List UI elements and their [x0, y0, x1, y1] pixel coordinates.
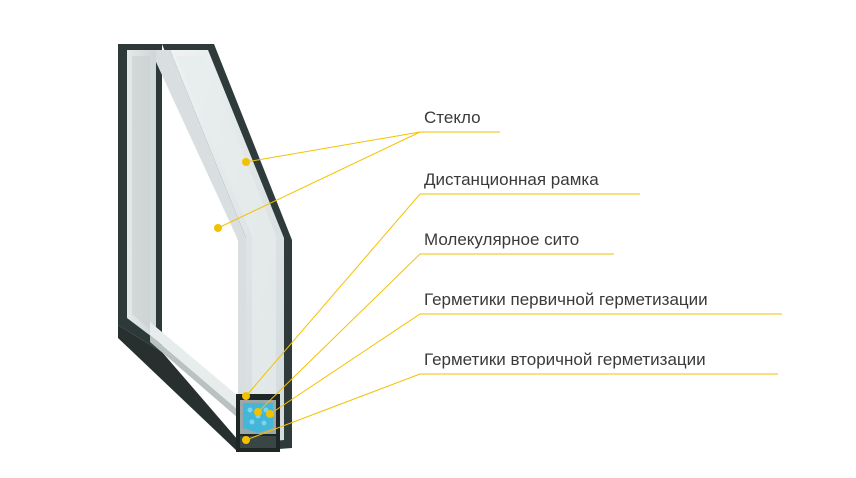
leader-line-secondary-sealant: [245, 373, 778, 441]
dot-sieve: [254, 408, 262, 416]
leader-line-spacer: [245, 193, 640, 397]
leader-line-sieve: [257, 253, 614, 413]
dot-glass-front: [242, 158, 250, 166]
leader-line-glass-back: [217, 131, 421, 229]
spacer-section: [236, 394, 280, 452]
frame-bottom: [150, 322, 238, 418]
label-primary-sealant: Герметики первичной герметизации: [424, 290, 708, 309]
label-glass: Стекло: [424, 108, 481, 127]
dot-spacer: [242, 392, 250, 400]
label-spacer-frame: Дистанционная рамка: [424, 170, 599, 189]
back-glass-pane: [118, 44, 238, 452]
leader-line-glass-front: [245, 131, 500, 163]
dot-primary-sealant: [266, 410, 274, 418]
dot-glass-back: [214, 224, 222, 232]
leader-lines: [217, 131, 782, 441]
leader-line-primary-sealant: [269, 313, 782, 415]
label-molecular-sieve: Молекулярное сито: [424, 230, 580, 249]
leader-dots: [214, 158, 274, 444]
middle-glass: [156, 50, 246, 446]
label-secondary-sealant: Герметики вторичной герметизации: [424, 350, 706, 369]
dot-secondary-sealant: [242, 436, 250, 444]
